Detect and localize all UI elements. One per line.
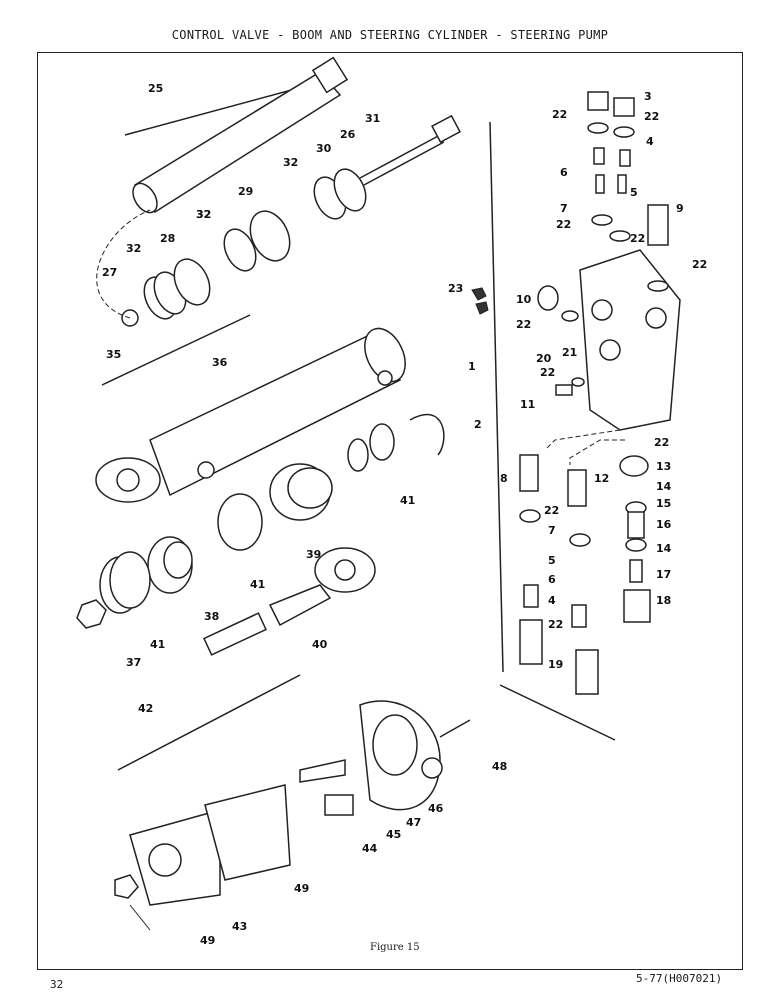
callout: 7 — [548, 524, 556, 537]
callout: 41 — [150, 638, 165, 651]
callout: 36 — [212, 356, 228, 369]
callout: 8 — [500, 472, 508, 485]
valve-lower-parts — [519, 439, 651, 695]
callout: 1 — [468, 360, 476, 373]
callout: 22 — [552, 108, 567, 121]
callout: 15 — [656, 497, 671, 510]
callout: 42 — [138, 702, 153, 715]
callout: 9 — [676, 202, 684, 215]
callout: 28 — [160, 232, 175, 245]
document-code: 5-77(H007021) — [636, 972, 723, 985]
callout: 6 — [560, 166, 568, 179]
callout: 18 — [656, 594, 671, 607]
callout: 41 — [400, 494, 415, 507]
callout: 22 — [556, 218, 571, 231]
steering-pump — [114, 700, 471, 931]
callout: 22 — [644, 110, 659, 123]
callout: 22 — [516, 318, 531, 331]
callout: 2 — [474, 418, 482, 431]
callout: 43 — [232, 920, 247, 933]
callout: 16 — [656, 518, 672, 531]
rod-end-40 — [203, 547, 376, 656]
callout: 11 — [520, 398, 535, 411]
callout: 22 — [544, 504, 559, 517]
callout: 48 — [492, 760, 507, 773]
callout: 31 — [365, 112, 380, 125]
callout: 32 — [283, 156, 298, 169]
callout: 22 — [630, 232, 645, 245]
callout: 27 — [102, 266, 117, 279]
page-title: CONTROL VALVE - BOOM AND STEERING CYLIND… — [171, 28, 609, 42]
boom-cylinder-tube — [132, 56, 349, 214]
callout: 10 — [516, 293, 532, 306]
section-lines — [101, 84, 616, 771]
figure-frame — [37, 52, 743, 970]
callout: 44 — [362, 842, 378, 855]
callout: 21 — [562, 346, 577, 359]
callout: 5 — [630, 186, 638, 199]
callout: 14 — [656, 542, 672, 555]
callout: 22 — [548, 618, 563, 631]
valve-upper-parts — [471, 91, 669, 396]
callout: 20 — [536, 352, 552, 365]
callout: 4 — [646, 135, 654, 148]
callout: 22 — [654, 436, 669, 449]
figure-caption: Figure 15 — [370, 942, 420, 953]
callout: 38 — [204, 610, 219, 623]
callout: 37 — [126, 656, 141, 669]
callout: 25 — [148, 82, 163, 95]
callout: 32 — [196, 208, 211, 221]
callout: 32 — [196, 208, 211, 221]
rod-31 — [359, 114, 461, 186]
page-number: 32 — [50, 978, 64, 991]
callout: 14 — [656, 480, 672, 493]
callout: 4 — [548, 594, 556, 607]
callout: 45 — [386, 828, 401, 841]
callout: 17 — [656, 568, 671, 581]
callout: 13 — [656, 460, 671, 473]
callout: 12 — [594, 472, 609, 485]
callout: 35 — [106, 348, 121, 361]
callout: 40 — [312, 638, 328, 651]
piston-39 — [217, 463, 333, 551]
callout: 39 — [306, 548, 321, 561]
callout: 23 — [448, 282, 463, 295]
callout: 46 — [428, 802, 444, 815]
callout: 5 — [548, 554, 556, 567]
callout: 49 — [294, 882, 309, 895]
callout: 6 — [548, 573, 556, 586]
callout: 3 — [644, 90, 652, 103]
callout: 19 — [548, 658, 563, 671]
callout: 32 — [126, 242, 141, 255]
callout: 29 — [238, 185, 253, 198]
callout: 26 — [340, 128, 356, 141]
steering-cylinder-barrel — [95, 327, 406, 503]
seals-41-right — [347, 413, 445, 472]
callout: 49 — [200, 934, 215, 947]
callout: 41 — [250, 578, 265, 591]
callout: 7 — [560, 202, 568, 215]
callout: 22 — [692, 258, 707, 271]
callout: 30 — [316, 142, 332, 155]
callout: 22 — [540, 366, 555, 379]
piston-38-assembly — [76, 536, 193, 629]
callout: 47 — [406, 816, 421, 829]
piston-seals-upper — [96, 168, 367, 327]
control-valve-body — [544, 249, 681, 451]
